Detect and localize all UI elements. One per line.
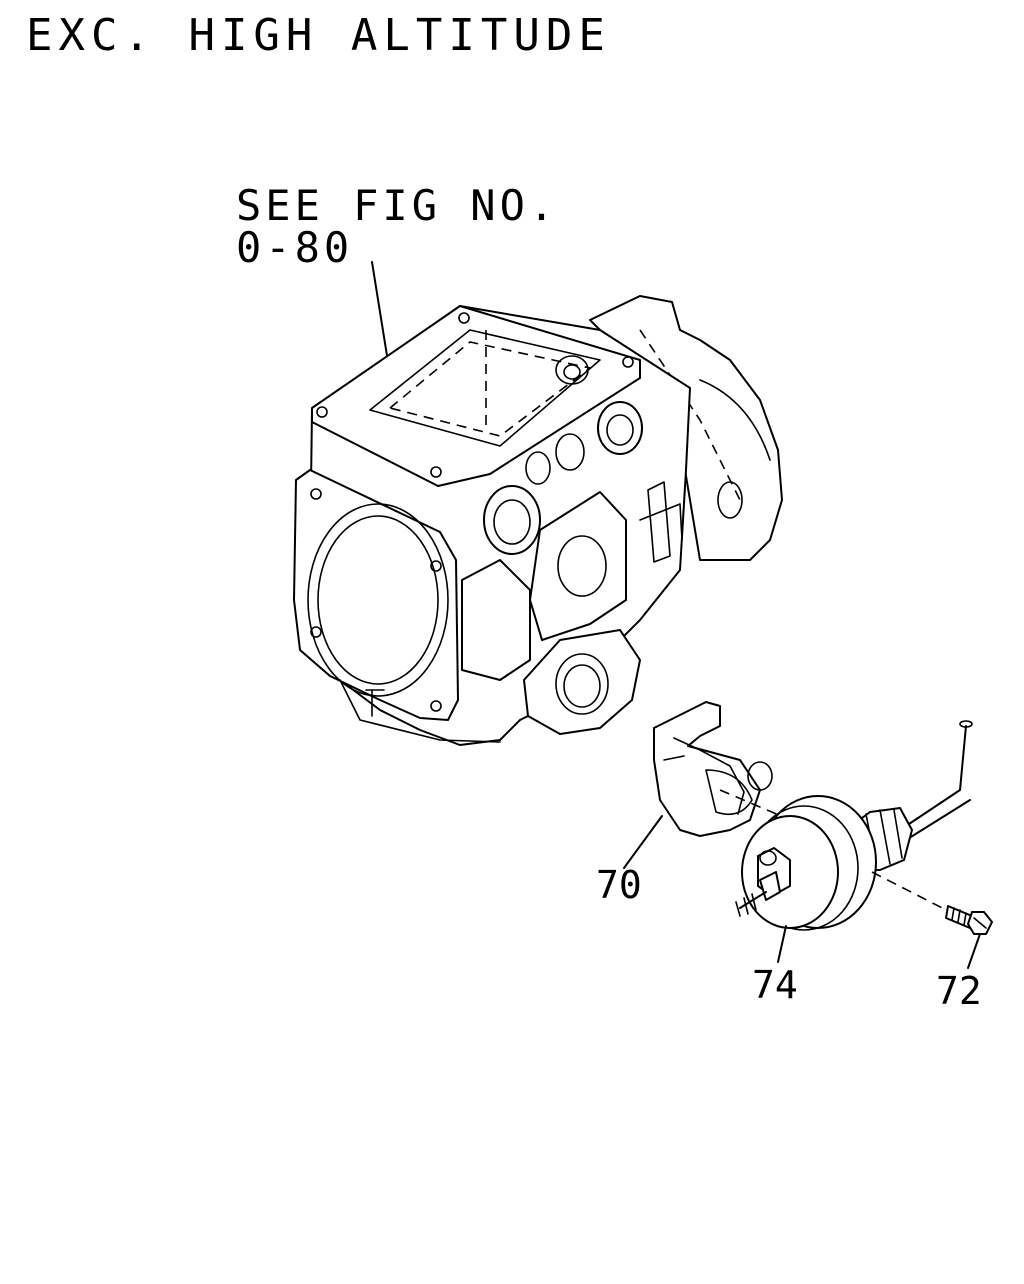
actuator-part-number: 74: [752, 963, 798, 1007]
reference-leader-line: [371, 261, 389, 363]
bracket-leader-line: [623, 815, 663, 869]
bracket-part-number: 70: [596, 863, 642, 907]
bracket-part: [653, 701, 773, 837]
bolt-part: [945, 905, 993, 935]
vacuum-actuator-part: [735, 720, 973, 931]
injection-pump-body: [293, 295, 783, 746]
reference-figure-number: 0-80: [236, 223, 353, 272]
bolt-part-number: 72: [936, 969, 982, 1013]
assembly-line-bolt: [871, 871, 951, 913]
bolt-leader-line: [967, 933, 981, 969]
actuator-leader-line: [777, 925, 787, 963]
reference-label: SEE FIG NO.: [236, 181, 558, 230]
page-title: EXC. HIGH ALTITUDE: [26, 10, 611, 61]
